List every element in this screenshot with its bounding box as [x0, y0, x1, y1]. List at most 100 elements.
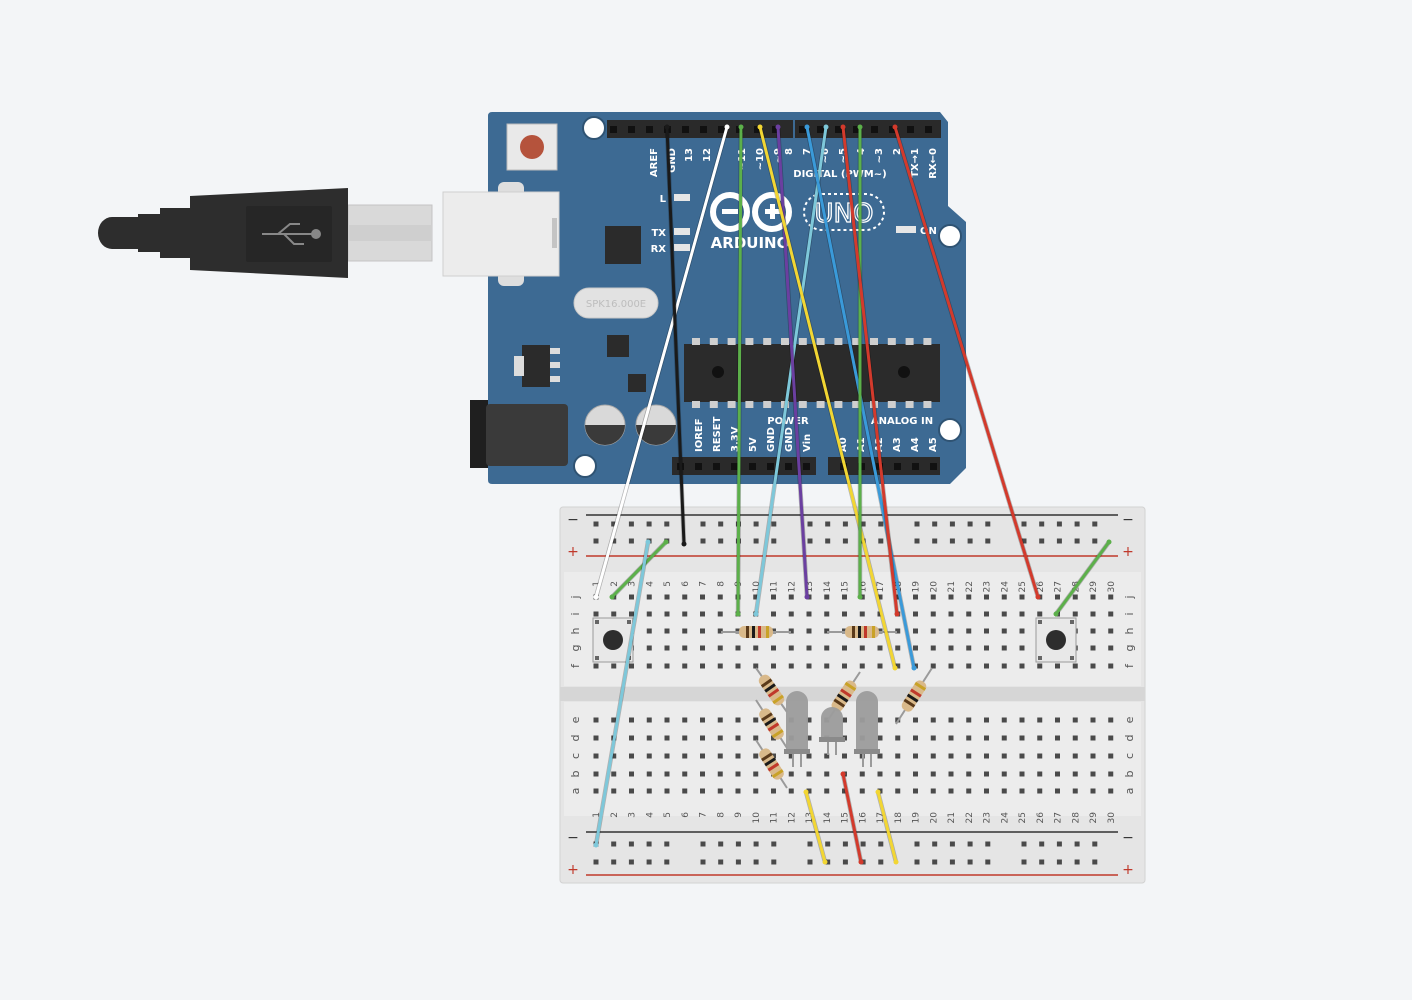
header-pin[interactable]	[646, 126, 653, 133]
header-pin[interactable]	[889, 126, 896, 133]
breadboard-hole[interactable]	[664, 788, 670, 794]
breadboard-hole[interactable]	[806, 611, 812, 617]
breadboard-hole[interactable]	[1019, 753, 1025, 759]
wire-end[interactable]	[753, 611, 759, 617]
breadboard-hole[interactable]	[895, 735, 901, 741]
breadboard-hole[interactable]	[700, 771, 705, 777]
breadboard-hole[interactable]	[700, 594, 705, 600]
breadboard-hole[interactable]	[1001, 663, 1007, 669]
breadboard-hole[interactable]	[664, 771, 670, 777]
breadboard-hole[interactable]	[664, 735, 670, 741]
breadboard-hole[interactable]	[1055, 663, 1060, 669]
wire-end[interactable]	[857, 124, 863, 130]
rail-hole[interactable]	[628, 538, 634, 544]
breadboard-hole[interactable]	[948, 611, 954, 617]
breadboard-hole[interactable]	[1090, 771, 1096, 777]
breadboard-hole[interactable]	[717, 663, 723, 669]
breadboard-hole[interactable]	[1001, 611, 1007, 617]
breadboard-hole[interactable]	[682, 717, 688, 723]
breadboard-hole[interactable]	[611, 717, 617, 723]
breadboard-hole[interactable]	[664, 645, 670, 651]
breadboard-hole[interactable]	[806, 663, 812, 669]
breadboard-hole[interactable]	[646, 628, 652, 634]
breadboard-hole[interactable]	[646, 788, 652, 794]
breadboard-hole[interactable]	[788, 611, 794, 617]
breadboard-hole[interactable]	[1108, 771, 1114, 777]
wire-end[interactable]	[840, 771, 846, 777]
breadboard-hole[interactable]	[1108, 735, 1114, 741]
breadboard-hole[interactable]	[629, 735, 634, 741]
breadboard-hole[interactable]	[895, 771, 901, 777]
header-pin[interactable]	[772, 126, 779, 133]
breadboard-hole[interactable]	[1055, 594, 1060, 600]
breadboard-hole[interactable]	[753, 788, 759, 794]
wire-core[interactable]	[594, 540, 650, 847]
breadboard-hole[interactable]	[948, 788, 954, 794]
header-pin[interactable]	[925, 126, 932, 133]
breadboard-hole[interactable]	[646, 663, 652, 669]
breadboard-hole[interactable]	[1019, 628, 1025, 634]
rail-hole[interactable]	[967, 859, 973, 865]
rail-hole[interactable]	[611, 841, 617, 847]
breadboard-hole[interactable]	[930, 753, 936, 759]
breadboard-hole[interactable]	[646, 771, 652, 777]
header-pin[interactable]	[871, 126, 878, 133]
breadboard-hole[interactable]	[664, 717, 670, 723]
wire-end[interactable]	[875, 789, 881, 795]
breadboard-hole[interactable]	[930, 735, 936, 741]
breadboard-hole[interactable]	[717, 611, 723, 617]
wire-red[interactable]	[840, 771, 864, 865]
rail-hole[interactable]	[842, 521, 848, 527]
breadboard-hole[interactable]	[771, 611, 776, 617]
rail-hole[interactable]	[753, 841, 759, 847]
header-pin[interactable]	[853, 126, 860, 133]
breadboard-hole[interactable]	[806, 753, 812, 759]
wire-core[interactable]	[876, 790, 898, 864]
rail-hole[interactable]	[753, 521, 759, 527]
breadboard-hole[interactable]	[1090, 753, 1096, 759]
breadboard-hole[interactable]	[629, 611, 634, 617]
breadboard-hole[interactable]	[1108, 663, 1114, 669]
breadboard-hole[interactable]	[842, 611, 847, 617]
breadboard-hole[interactable]	[1019, 594, 1025, 600]
breadboard-hole[interactable]	[753, 771, 759, 777]
breadboard-hole[interactable]	[984, 611, 989, 617]
wire-end[interactable]	[822, 859, 828, 865]
wire-purple[interactable]	[775, 124, 810, 600]
wire-core[interactable]	[841, 125, 899, 616]
breadboard-hole[interactable]	[682, 753, 688, 759]
breadboard-hole[interactable]	[1019, 645, 1025, 651]
breadboard-hole[interactable]	[788, 645, 794, 651]
breadboard-hole[interactable]	[895, 645, 901, 651]
rail-hole[interactable]	[1092, 859, 1098, 865]
breadboard-hole[interactable]	[593, 717, 599, 723]
breadboard-hole[interactable]	[593, 753, 599, 759]
breadboard-hole[interactable]	[824, 663, 830, 669]
wire-end[interactable]	[858, 859, 864, 865]
rail-hole[interactable]	[700, 841, 706, 847]
breadboard-hole[interactable]	[824, 753, 830, 759]
breadboard-hole[interactable]	[717, 753, 723, 759]
breadboard-hole[interactable]	[1037, 753, 1043, 759]
rail-hole[interactable]	[825, 859, 831, 865]
rail-hole[interactable]	[1074, 859, 1080, 865]
breadboard-hole[interactable]	[664, 753, 670, 759]
breadboard-hole[interactable]	[629, 771, 634, 777]
breadboard-hole[interactable]	[788, 753, 794, 759]
header-pin[interactable]	[930, 463, 937, 470]
rail-hole[interactable]	[753, 538, 759, 544]
rail-hole[interactable]	[735, 841, 741, 847]
breadboard-hole[interactable]	[824, 594, 830, 600]
header-pin[interactable]	[767, 463, 774, 470]
rail-hole[interactable]	[1092, 538, 1098, 544]
rail-hole[interactable]	[646, 521, 652, 527]
breadboard-hole[interactable]	[806, 628, 812, 634]
wire-end[interactable]	[1053, 611, 1059, 617]
breadboard-hole[interactable]	[753, 717, 759, 723]
header-pin[interactable]	[754, 126, 761, 133]
breadboard-hole[interactable]	[948, 735, 954, 741]
breadboard-hole[interactable]	[842, 594, 847, 600]
breadboard-hole[interactable]	[930, 717, 936, 723]
breadboard-hole[interactable]	[984, 771, 989, 777]
breadboard-hole[interactable]	[1001, 753, 1007, 759]
